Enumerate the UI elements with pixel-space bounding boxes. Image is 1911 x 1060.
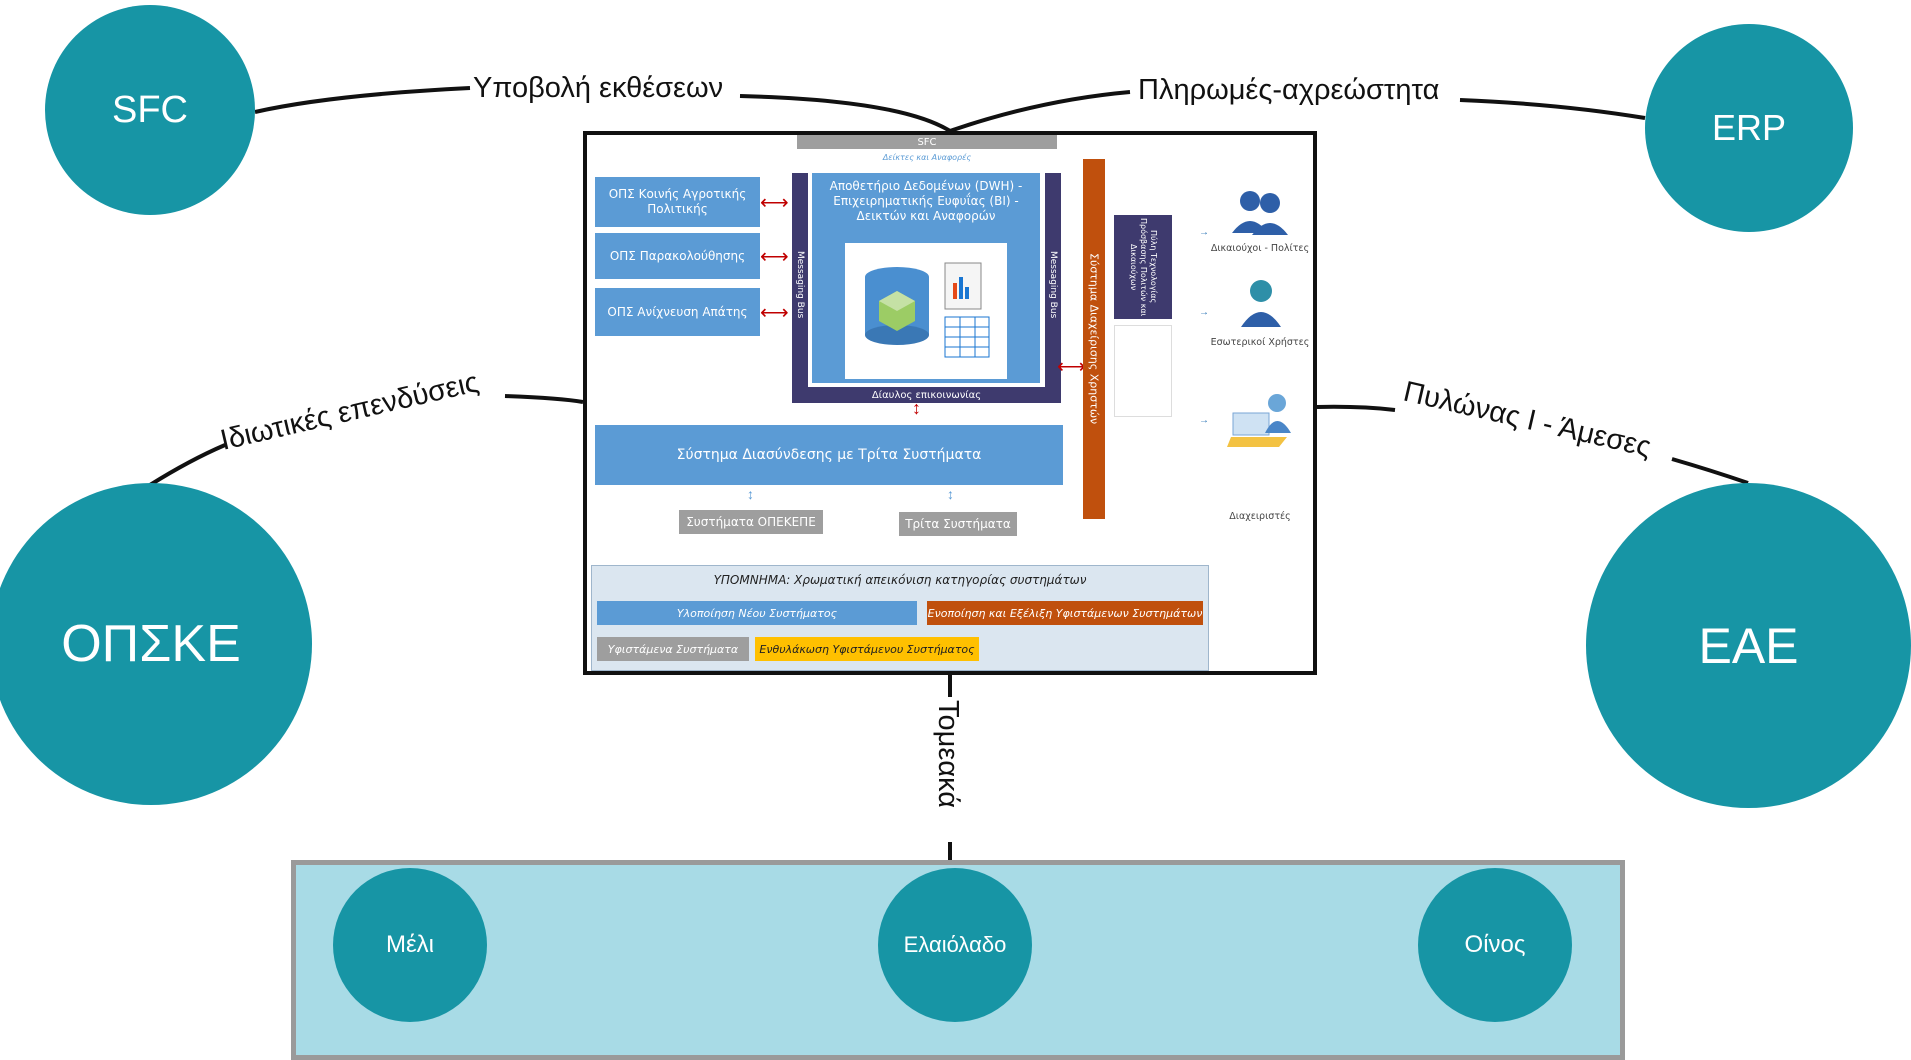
legend-existing-systems: Υφιστάμενα Συστήματα bbox=[597, 637, 749, 661]
ops-monitoring-box: ΟΠΣ Παρακολούθησης bbox=[595, 233, 760, 279]
erp-node-label: ERP bbox=[1711, 107, 1787, 148]
erp-node: ERP bbox=[1645, 24, 1853, 232]
portal-label: Πύλη Τεχνολογίας Πρόσβασης Πολιτών και Δ… bbox=[1129, 217, 1158, 317]
administrators-caption: Διαχειριστές bbox=[1229, 511, 1291, 522]
eae-node: ΕΑΕ bbox=[1586, 483, 1911, 808]
arrow-interconnect-icon: ↕ bbox=[912, 398, 921, 418]
sector-wine-label: Οίνος bbox=[1464, 931, 1526, 958]
sfc-node: SFC bbox=[45, 5, 255, 215]
arrow-user-mgmt-icon: ⟷ bbox=[1057, 356, 1086, 378]
communication-channel bbox=[792, 387, 1061, 403]
user-management-label: Σύστημα Διαχείρισης Χρηστών bbox=[1087, 253, 1101, 425]
opekepe-systems-box: Συστήματα ΟΠΕΚΕΠΕ bbox=[679, 510, 823, 534]
opske-connector bbox=[148, 443, 226, 487]
sfc-connector-to-panel bbox=[739, 94, 952, 133]
document-system-box bbox=[1114, 325, 1172, 417]
arrow-third-icon: ↕ bbox=[947, 486, 954, 502]
erp-connector bbox=[1459, 98, 1646, 120]
sector-honey-label: Μέλι bbox=[385, 931, 435, 958]
citizens-caption: Δικαιούχοι - Πολίτες bbox=[1210, 243, 1310, 254]
edge-label-sfc: Υποβολή εκθέσεων bbox=[473, 72, 723, 104]
citizens-icon bbox=[1232, 191, 1288, 235]
document-system-label: Σύστημα Διαχείρισης Εγγράφων bbox=[1134, 328, 1153, 414]
erp-connector-to-panel bbox=[949, 90, 1131, 133]
edge-label-erp: Πληρωμές-αχρεώστητα bbox=[1138, 74, 1439, 106]
dwh-label: Αποθετήριο Δεδομένων (DWH) - Επιχειρηματ… bbox=[829, 179, 1023, 223]
messaging-bus-right-label: Messaging Bus bbox=[1048, 251, 1058, 319]
sector-olive-oil: Ελαιόλαδο bbox=[878, 868, 1032, 1022]
eae-node-label: ΕΑΕ bbox=[1698, 617, 1799, 674]
third-systems-box: Τρίτα Συστήματα bbox=[899, 512, 1017, 536]
internal-users-icon bbox=[1241, 280, 1281, 327]
edge-label-opske: Ιδιωτικές επενδύσεις bbox=[217, 366, 481, 457]
opske-node: ΟΠΣΚΕ bbox=[0, 483, 312, 805]
user-management-box bbox=[1083, 159, 1105, 519]
arrow-ops-monitoring-icon: ⟷ bbox=[760, 246, 789, 268]
legend-unify-systems: Ενοποίηση και Εξέλιξη Υφιστάμενων Συστημ… bbox=[927, 601, 1203, 625]
interconnection-system-box: Σύστημα Διασύνδεσης με Τρίτα Συστήματα bbox=[595, 425, 1063, 485]
internal-users-caption: Εσωτερικοί Χρήστες bbox=[1210, 337, 1310, 348]
legend-title: ΥΠΟΜΝΗΜΑ: Χρωματική απεικόνιση κατηγορία… bbox=[713, 573, 1087, 587]
arrow-user3-icon: → bbox=[1199, 415, 1209, 426]
communication-channel-label: Δίαυλος επικοινωνίας bbox=[871, 389, 982, 401]
arrow-user2-icon: → bbox=[1199, 307, 1209, 318]
ops-cap-box: ΟΠΣ Κοινής Αγροτικής Πολιτικής bbox=[595, 177, 760, 227]
arrow-opekepe-icon: ↕ bbox=[747, 486, 754, 502]
architecture-diagram: SFC Δείκτες και Αναφορές ΟΠΣ Κοινής Αγρο… bbox=[583, 131, 1317, 675]
arrow-user1-icon: → bbox=[1199, 227, 1209, 238]
sector-honey: Μέλι bbox=[333, 868, 487, 1022]
arrow-ops-cap-icon: ⟷ bbox=[760, 192, 789, 214]
messaging-bus-right bbox=[1045, 173, 1061, 403]
sfc-top-bar: SFC bbox=[797, 135, 1057, 149]
sfc-indicators-caption: Δείκτες και Αναφορές bbox=[882, 153, 972, 162]
sector-wine: Οίνος bbox=[1418, 868, 1572, 1022]
administrators-icon bbox=[1227, 394, 1291, 447]
eae-connector-to-panel bbox=[1316, 404, 1396, 412]
sfc-node-label: SFC bbox=[112, 88, 188, 131]
ops-fraud-box: ΟΠΣ Ανίχνευση Απάτης bbox=[595, 288, 760, 336]
opske-connector-to-panel bbox=[504, 394, 584, 404]
legend-new-system: Υλοποίηση Νέου Συστήματος bbox=[597, 601, 917, 625]
legend-encapsulation: Ενθυλάκωση Υφιστάμενου Συστήματος bbox=[755, 637, 979, 661]
edge-label-eae: Πυλώνας Ι - Άμεσες bbox=[1400, 376, 1654, 464]
sector-olive-oil-label: Ελαιόλαδο bbox=[903, 932, 1007, 957]
messaging-bus-left bbox=[792, 173, 808, 403]
opske-node-label: ΟΠΣΚΕ bbox=[61, 615, 241, 673]
platform-label: Πλατφόρμα Γνωσιακής Απεικόνισης bbox=[1180, 228, 1196, 462]
eae-connector bbox=[1671, 457, 1749, 485]
connector-layer: Υποβολή εκθέσεων Πληρωμές-αχρεώστητα Ιδι… bbox=[148, 72, 1749, 862]
arrow-ops-fraud-icon: ⟷ bbox=[760, 302, 789, 324]
edge-label-sector: Τομεακά bbox=[932, 700, 964, 808]
messaging-bus-left-label: Messaging Bus bbox=[795, 251, 805, 319]
dwh-illustration bbox=[845, 243, 1007, 379]
database-icon bbox=[865, 262, 990, 358]
sfc-connector bbox=[254, 86, 471, 114]
portal-box bbox=[1114, 215, 1172, 319]
